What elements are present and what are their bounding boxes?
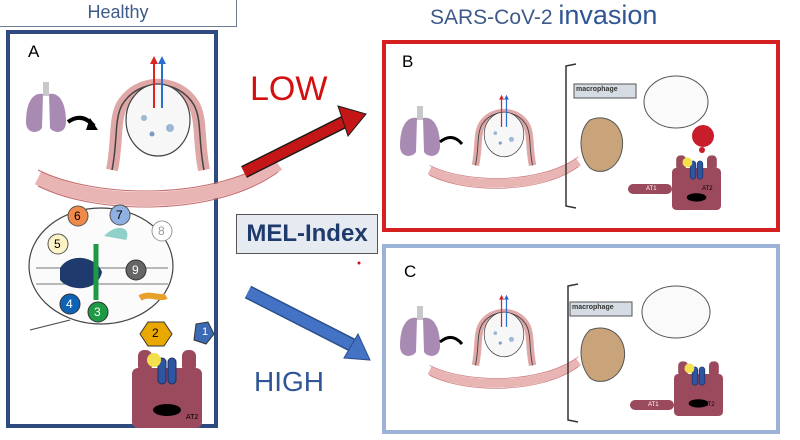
- receptor-number-5: 5: [54, 237, 61, 251]
- receptor-number-2: 2: [152, 326, 159, 340]
- low-label: LOW: [250, 70, 328, 108]
- sars-header-invasion: invasion: [558, 0, 658, 30]
- at2-label-a: AT2: [186, 414, 199, 421]
- receptor-number-4: 4: [66, 297, 73, 311]
- healthy-header-box: [0, 0, 237, 27]
- mel-index-box: MEL-Index: [236, 214, 378, 254]
- at1-label-c: AT1: [648, 402, 659, 408]
- receptor-number-7: 7: [116, 208, 123, 222]
- receptor-number-8: 8: [158, 224, 165, 238]
- macrophage-label-b: macrophage: [576, 86, 618, 93]
- at2-label-b: AT2: [702, 186, 713, 192]
- sars-header-prefix: SARS-CoV-2: [430, 6, 553, 29]
- receptor-number-3: 3: [94, 305, 101, 319]
- macrophage-label-c: macrophage: [572, 304, 614, 311]
- receptor-number-9: 9: [132, 263, 139, 277]
- high-label: HIGH: [254, 366, 324, 397]
- at2-label-c: AT2: [704, 402, 715, 408]
- panel-a-letter: A: [28, 42, 40, 61]
- receptor-number-1: 1: [202, 326, 209, 338]
- panel-c-letter: C: [404, 262, 417, 281]
- at1-label-b: AT1: [646, 186, 657, 192]
- healthy-header: Healthy: [87, 2, 149, 22]
- sars-header: SARS-CoV-2 invasion: [430, 0, 657, 31]
- receptor-number-6: 6: [74, 209, 81, 223]
- panel-b-letter: B: [402, 52, 414, 71]
